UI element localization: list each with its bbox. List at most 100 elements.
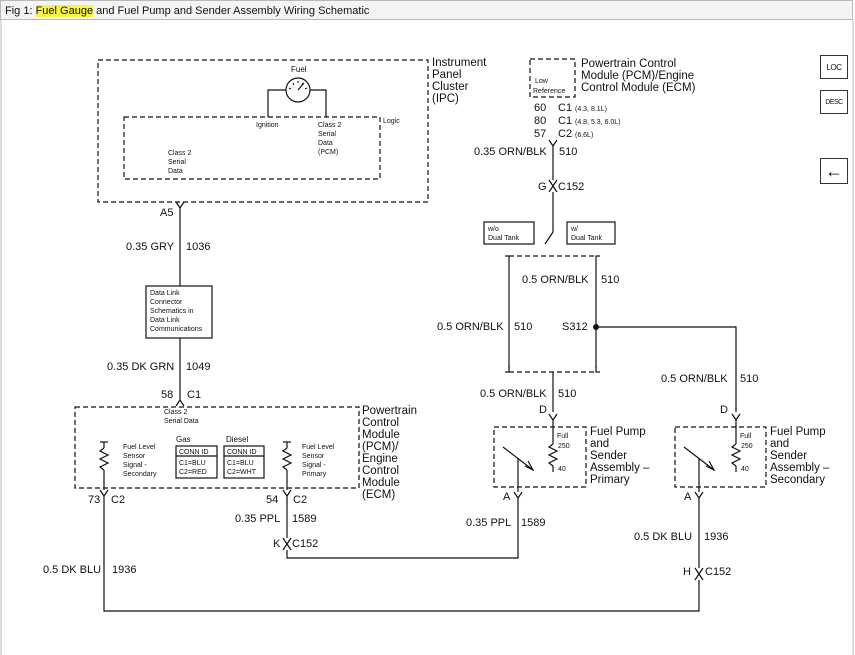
- wire-dkblu-left-gauge: 0.5 DK BLU: [43, 564, 101, 576]
- ignition-label: Ignition: [256, 122, 279, 129]
- svg-text:and: and: [770, 438, 789, 450]
- svg-text:Fuel Pump: Fuel Pump: [770, 426, 826, 438]
- svg-text:Low: Low: [535, 78, 549, 85]
- fuel-gauge-icon: [285, 77, 311, 103]
- svg-text:Class 2: Class 2: [168, 150, 191, 157]
- svg-text:CONN ID: CONN ID: [227, 449, 257, 456]
- svg-text:Powertrain: Powertrain: [362, 405, 417, 417]
- svg-text:and: and: [590, 438, 609, 450]
- svg-text:Powertrain Control: Powertrain Control: [581, 58, 676, 70]
- svg-text:(PCM): (PCM): [318, 149, 338, 156]
- svg-text:Signal -: Signal -: [302, 462, 326, 469]
- svg-text:Serial Data: Serial Data: [164, 418, 199, 425]
- svg-text:Signal -: Signal -: [123, 462, 147, 469]
- svg-text:Data Link: Data Link: [150, 317, 180, 324]
- svg-text:Connector: Connector: [150, 299, 183, 306]
- wire-orn-top-circuit: 510: [559, 146, 577, 158]
- pump-secondary-pin-a: A: [684, 491, 692, 503]
- wire-orn-mid-circuit: 510: [601, 274, 619, 286]
- svg-text:Serial: Serial: [318, 131, 336, 138]
- gas-label: Gas: [176, 435, 191, 444]
- svg-text:C2: C2: [558, 128, 572, 140]
- arrow-left-icon: ←: [825, 160, 843, 181]
- svg-text:Primary: Primary: [302, 471, 327, 478]
- svg-text:Fuel Level: Fuel Level: [123, 444, 156, 451]
- svg-text:Dual Tank: Dual Tank: [488, 235, 520, 242]
- svg-text:Sender: Sender: [770, 450, 807, 462]
- logic-label: Logic: [383, 118, 400, 125]
- pcm-pin-54: 54: [266, 494, 278, 506]
- svg-text:Class 2: Class 2: [318, 122, 341, 129]
- desc-button[interactable]: DESC: [820, 90, 848, 114]
- pcm-pin-73: 73: [88, 494, 100, 506]
- pump-primary-pin-a: A: [503, 491, 511, 503]
- pump-primary-outline: [493, 426, 587, 488]
- gas-conn-id-box: [175, 445, 218, 479]
- svg-text:Class 2: Class 2: [164, 409, 187, 416]
- diesel-conn-id-text: CONN ID C1=BLU C2=WHT: [227, 449, 257, 476]
- svg-text:Serial: Serial: [168, 159, 186, 166]
- back-button[interactable]: ←: [820, 158, 848, 184]
- svg-text:w/: w/: [570, 226, 578, 233]
- wire-ppl-left-circuit: 1589: [292, 513, 316, 525]
- svg-text:Assembly –: Assembly –: [770, 462, 830, 474]
- pump-primary-full: Full: [557, 433, 569, 440]
- pump-secondary-full: Full: [740, 433, 752, 440]
- pcm-bottom-outline: [74, 406, 360, 489]
- fuel-gauge-label: Fuel: [291, 65, 307, 74]
- wire-dkblu-right-gauge: 0.5 DK BLU: [634, 531, 692, 543]
- pcm-pin-54-conn: C2: [293, 494, 307, 506]
- ipc-logic-outline: [123, 116, 381, 180]
- pump-primary-pin-d: D: [539, 404, 547, 416]
- loc-icon: LOC: [826, 62, 842, 72]
- svg-text:Secondary: Secondary: [123, 471, 157, 478]
- svg-text:Data Link: Data Link: [150, 290, 180, 297]
- c152-k-pin: K: [273, 538, 281, 550]
- dlc-box-text: Data Link Connector Schematics in Data L…: [150, 290, 203, 333]
- diesel-label: Diesel: [226, 435, 248, 444]
- svg-text:Reference: Reference: [533, 88, 565, 95]
- pump-primary-ohm-full: 250: [558, 443, 570, 450]
- pump-secondary-title: Fuel Pump and Sender Assembly – Secondar…: [770, 426, 830, 486]
- svg-text:Cluster: Cluster: [432, 81, 469, 93]
- pump-secondary-ohm-full: 250: [741, 443, 753, 450]
- svg-text:C1: C1: [558, 115, 572, 127]
- svg-text:Sender: Sender: [590, 450, 627, 462]
- svg-text:Module (PCM)/Engine: Module (PCM)/Engine: [581, 70, 694, 82]
- svg-text:w/o: w/o: [487, 226, 499, 233]
- pump-secondary-pin-d: D: [720, 404, 728, 416]
- c152-h-pin: H: [683, 566, 691, 578]
- title-bar: Fig 1: Fuel Gauge and Fuel Pump and Send…: [0, 0, 853, 20]
- desc-icon: DESC: [825, 98, 843, 106]
- pump-primary-title: Fuel Pump and Sender Assembly – Primary: [590, 426, 650, 486]
- svg-text:Engine: Engine: [362, 453, 398, 465]
- wire-dkgrn-circuit: 1049: [186, 361, 210, 373]
- pcm-bottom-class2-label: Class 2 Serial Data: [164, 409, 199, 425]
- c152-g-conn: C152: [558, 181, 584, 193]
- svg-text:C1=BLU: C1=BLU: [227, 460, 254, 467]
- svg-text:Instrument: Instrument: [432, 57, 487, 69]
- svg-text:C2=RED: C2=RED: [179, 469, 207, 476]
- c152-g-pin: G: [538, 181, 547, 193]
- pump-primary-resistor-icon: [547, 443, 559, 472]
- wire-orn-primary-gauge: 0.5 ORN/BLK: [480, 388, 547, 400]
- svg-text:(4.3, 8.1L): (4.3, 8.1L): [575, 106, 607, 113]
- svg-text:(PCM)/: (PCM)/: [362, 441, 399, 453]
- sensor-secondary-resistor-icon: [98, 441, 110, 490]
- wo-dual-tank-label: w/o Dual Tank: [487, 226, 520, 242]
- ipc-class2-pcm-label: Class 2 Serial Data (PCM): [318, 122, 341, 156]
- svg-text:Control: Control: [362, 417, 399, 429]
- w-dual-tank-label: w/ Dual Tank: [570, 226, 603, 242]
- svg-text:Module: Module: [362, 429, 400, 441]
- svg-text:Secondary: Secondary: [770, 474, 825, 486]
- svg-text:Sensor: Sensor: [123, 453, 146, 460]
- loc-button[interactable]: LOC: [820, 55, 848, 79]
- wire-dkblu-right-circuit: 1936: [704, 531, 728, 543]
- pcm-top-pins: 60 C1 (4.3, 8.1L) 80 C1 (4.8, 5.3, 6.0L)…: [534, 102, 621, 140]
- svg-text:Panel: Panel: [432, 69, 461, 81]
- wire-orn-left-gauge: 0.5 ORN/BLK: [437, 321, 504, 333]
- ipc-class2-label: Class 2 Serial Data: [168, 150, 191, 175]
- diesel-conn-id-box: [223, 445, 265, 479]
- sensor-primary-resistor-icon: [281, 441, 293, 490]
